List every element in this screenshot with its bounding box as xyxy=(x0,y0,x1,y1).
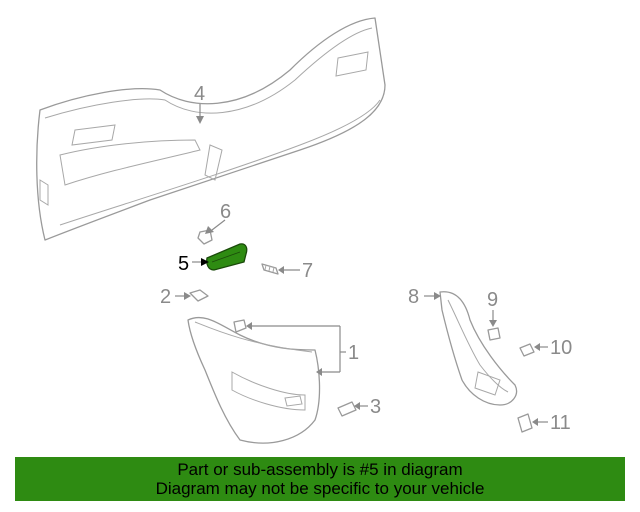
callout-3: 3 xyxy=(370,396,381,418)
callout-5: 5 xyxy=(178,253,189,275)
part-4-trim-panel xyxy=(36,17,386,241)
callout-9: 9 xyxy=(487,289,498,311)
part-3-pin xyxy=(337,401,357,417)
callout-6: 6 xyxy=(220,201,231,223)
part-7-screw xyxy=(261,263,279,275)
parts-diagram: 4 6 5 7 2 1 3 8 9 10 11 xyxy=(36,17,572,444)
callout-4: 4 xyxy=(194,83,205,105)
part-8-pillar-trim xyxy=(439,291,518,406)
part-1-fastener xyxy=(233,319,247,333)
banner-line-2: Diagram may not be specific to your vehi… xyxy=(155,479,485,498)
part-1-quarter-trim xyxy=(187,316,321,444)
part-10-clip xyxy=(519,343,535,357)
banner-line-1: Part or sub-assembly is #5 in diagram xyxy=(177,460,463,479)
callout-1: 1 xyxy=(348,342,359,364)
part-5-bracket-highlighted xyxy=(206,243,248,271)
callout-11: 11 xyxy=(550,412,571,434)
callout-2: 2 xyxy=(160,286,171,308)
part-2-clip xyxy=(189,289,209,302)
part-9-clip xyxy=(487,327,501,341)
callout-7: 7 xyxy=(302,260,313,282)
part-11-clip xyxy=(517,413,533,433)
leader-lines xyxy=(175,104,548,426)
callout-8: 8 xyxy=(408,286,419,308)
callout-10: 10 xyxy=(550,337,572,359)
info-banner: Part or sub-assembly is #5 in diagram Di… xyxy=(15,457,625,501)
